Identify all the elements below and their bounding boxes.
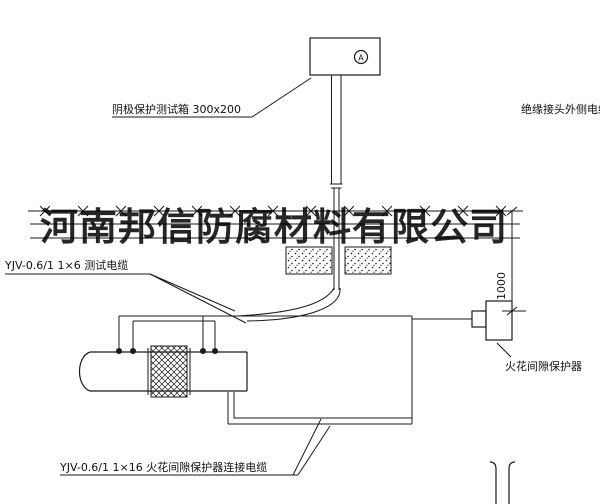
test-cables [237, 287, 341, 322]
cathodic-test-box-symbol [309, 37, 381, 76]
pipe-section-symbol [489, 461, 516, 504]
cable-bus [118, 315, 412, 350]
spark-gap-protector-symbol [471, 300, 513, 341]
leader-bottom-cable [60, 418, 331, 476]
label-bottom-cable: YJV-0.6/1 1×16 火花间隙保护器连接电缆 [60, 461, 268, 474]
concrete-anchor-blocks [285, 246, 392, 275]
label-test-cable: YJV-0.6/1 1×6 测试电缆 [5, 259, 129, 272]
watermark: 河南邦信防腐材料有限公司 [39, 204, 508, 249]
conduit-riser [330, 75, 343, 290]
label-insulated-joint-cable: 绝缘接头外侧电缆 [521, 103, 600, 116]
leader-spark-gap [496, 342, 512, 358]
ground-line [28, 205, 523, 217]
meter-symbol-label: A [358, 54, 364, 63]
insulating-joint [147, 345, 191, 398]
grade-markers [39, 205, 507, 217]
dimension-1000 [502, 206, 526, 316]
label-spark-gap: 火花间隙保护器 [505, 360, 582, 373]
spark-gap-cable [227, 316, 472, 425]
meter-circle [353, 49, 369, 65]
leader-test-cable [5, 273, 247, 324]
label-test-box: 阴极保护测试箱 300x200 [112, 103, 241, 116]
leader-test-box [112, 77, 312, 118]
dimension-value: 1000 [495, 272, 508, 300]
cable-connection-dots [116, 348, 218, 354]
watermark-strike-lines [30, 223, 520, 239]
